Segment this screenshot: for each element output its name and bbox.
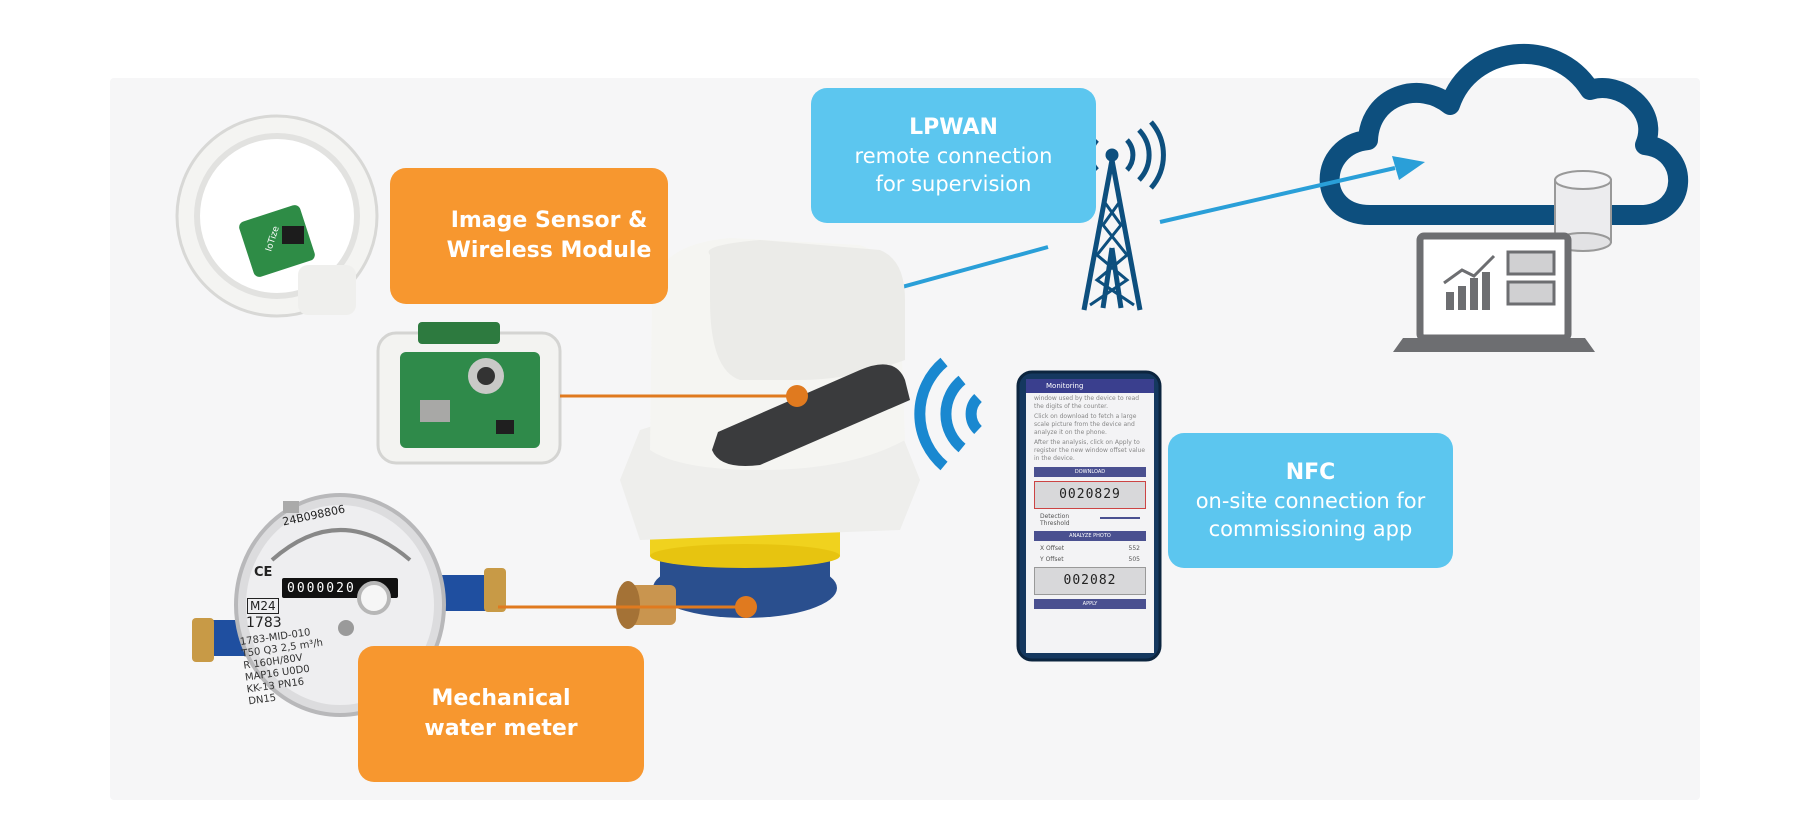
meter-spec-lines: 1783-MID-010 T50 Q3 2,5 m³/h R 160H/80V …	[239, 626, 330, 709]
water-meter-label-line1: Mechanical	[431, 686, 571, 711]
phone-screen: Monitoring window used by the device to …	[1026, 379, 1154, 653]
cloud-link-line	[1159, 166, 1396, 224]
image-sensor-label: Image Sensor & Wireless Module	[390, 168, 668, 304]
lpwan-link-line	[879, 245, 1049, 295]
threshold-label: Detection Threshold	[1040, 513, 1070, 527]
smart-reader-device	[616, 238, 920, 629]
lpwan-line2: for supervision	[875, 171, 1032, 196]
digits-preview-bottom: 002082	[1034, 567, 1146, 595]
y-offset-row: Y Offset 505	[1040, 556, 1140, 563]
meter-ce-mark: CE	[254, 565, 273, 580]
analyze-photo-button[interactable]: ANALYZE PHOTO	[1034, 531, 1146, 541]
image-sensor-label-line2: Wireless Module	[446, 238, 652, 263]
nfc-title: NFC	[1285, 459, 1336, 485]
y-offset-label: Y Offset	[1040, 556, 1064, 563]
x-offset-row: X Offset 552	[1040, 545, 1140, 552]
lpwan-label: LPWAN remote connection for supervision	[811, 88, 1096, 223]
lpwan-line1: remote connection	[854, 143, 1053, 168]
phone-instruction-2: Click on download to fetch a large scale…	[1034, 413, 1137, 436]
meter-code: 1783	[246, 615, 282, 631]
meter-counter: 0000020	[287, 581, 356, 596]
arrow-head-icon	[1392, 156, 1425, 180]
laptop-icon	[1393, 232, 1595, 352]
y-offset-value: 505	[1128, 556, 1140, 563]
phone-instruction-1: window used by the device to read the di…	[1034, 395, 1140, 410]
nfc-line2: commissioning app	[1208, 516, 1413, 541]
phone-instruction-3: After the analysis, click on Apply to re…	[1034, 439, 1146, 462]
nfc-label: NFC on-site connection for commissioning…	[1168, 433, 1453, 568]
image-sensor-label-line1: Image Sensor &	[450, 208, 648, 233]
meter-connector-dot	[735, 596, 757, 618]
water-meter-label-line2: water meter	[424, 716, 578, 741]
nfc-line1: on-site connection for	[1195, 488, 1426, 513]
module-connector-dot	[786, 385, 808, 407]
meter-m-mark: M24	[247, 598, 279, 614]
apply-button[interactable]: APPLY	[1034, 599, 1146, 609]
water-meter-label: Mechanical water meter	[358, 646, 644, 782]
nfc-waves-icon	[914, 357, 983, 471]
sensor-housing-photo	[175, 114, 379, 318]
digits-preview-top: 0020829	[1034, 481, 1146, 509]
camera-module-photo	[376, 322, 562, 465]
phone-header: Monitoring	[1026, 379, 1154, 393]
lpwan-title: LPWAN	[909, 114, 998, 140]
database-icon	[1554, 170, 1612, 252]
x-offset-value: 552	[1128, 545, 1140, 552]
threshold-row: Detection Threshold	[1040, 513, 1140, 527]
download-button[interactable]: DOWNLOAD	[1034, 467, 1146, 477]
x-offset-label: X Offset	[1040, 545, 1065, 552]
threshold-slider[interactable]	[1100, 517, 1140, 519]
cloud-icon	[1319, 43, 1689, 225]
mechanical-meter-photo	[192, 493, 506, 717]
